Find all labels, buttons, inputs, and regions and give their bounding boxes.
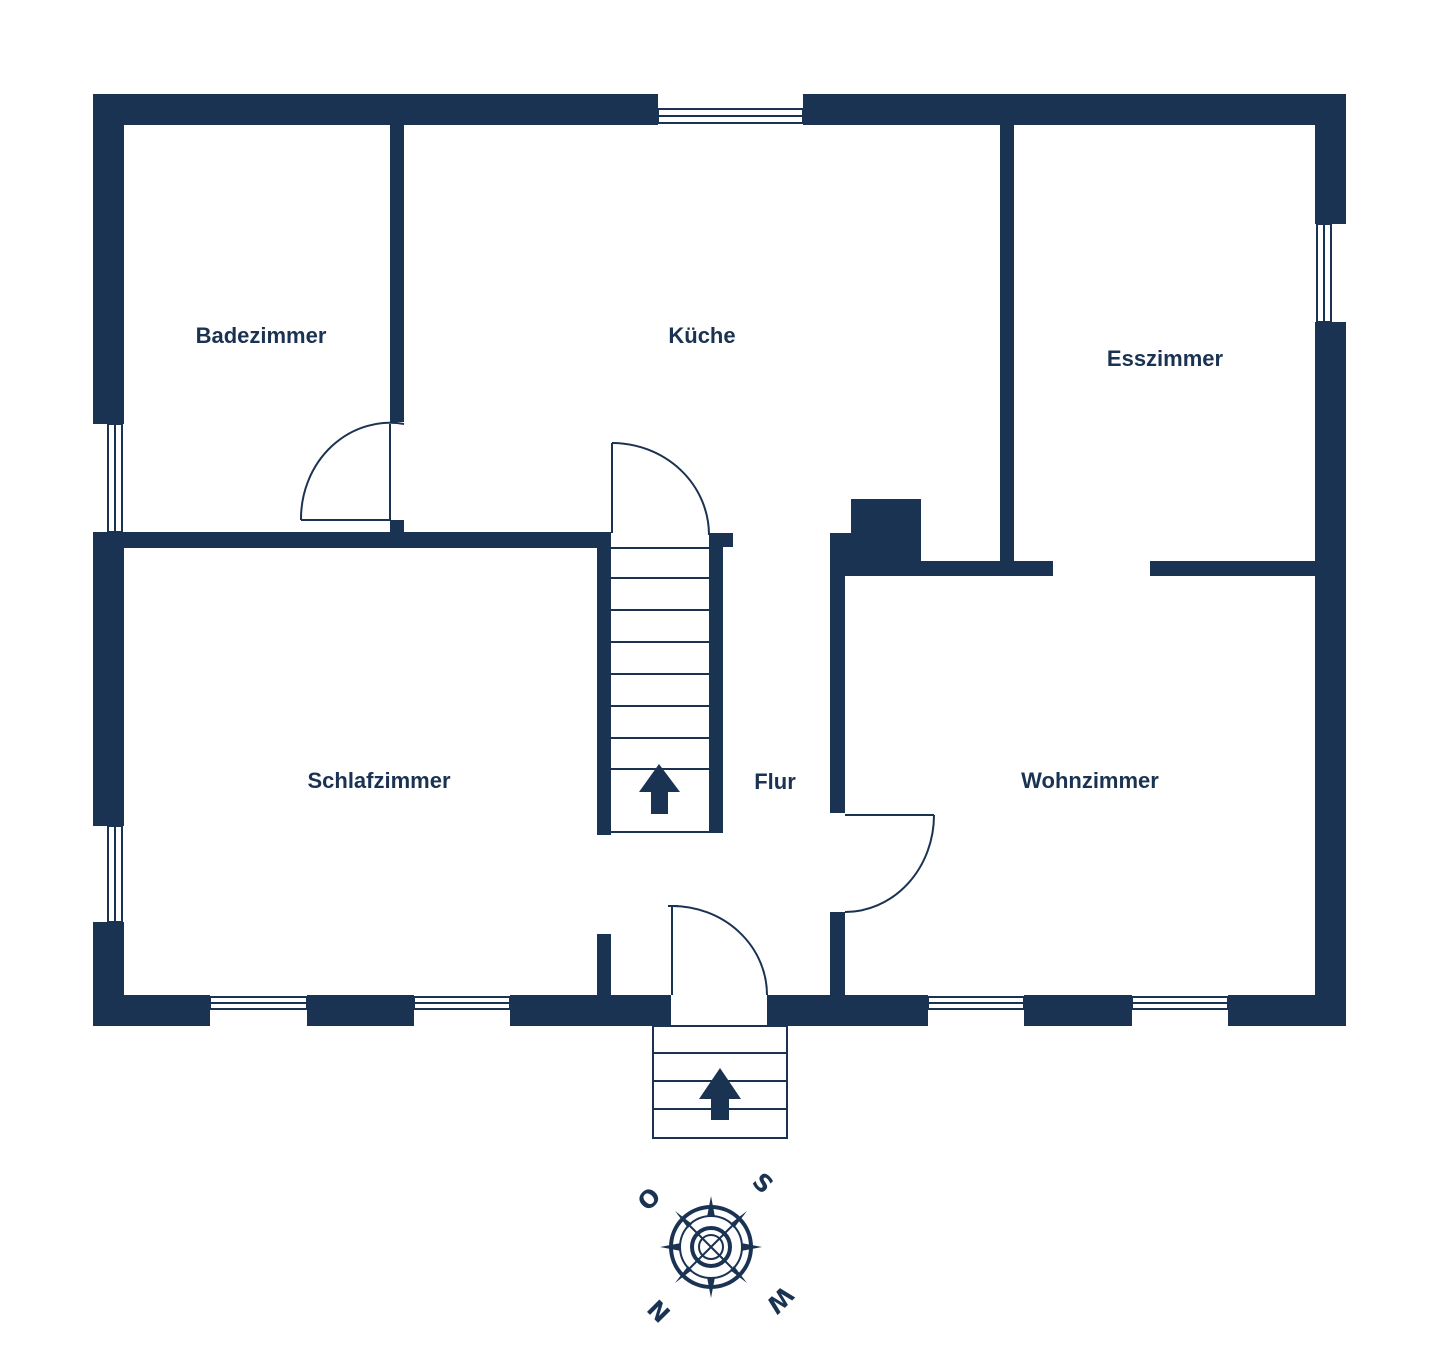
wall-bottom-3 bbox=[510, 995, 671, 1026]
wall-hall-living-3 bbox=[830, 912, 845, 995]
compass-letter-n: N bbox=[642, 1294, 676, 1328]
wall-bottom-1 bbox=[93, 995, 210, 1026]
door-bathroom bbox=[299, 421, 405, 521]
wall-left-1 bbox=[93, 94, 124, 424]
room-label-badezimmer: Badezimmer bbox=[196, 323, 327, 348]
wall-top-right bbox=[803, 94, 1346, 125]
compass-rose-icon bbox=[660, 1196, 762, 1298]
wall-dining-living-left bbox=[921, 561, 1053, 576]
room-label-kueche: Küche bbox=[668, 323, 735, 348]
compass: O S N W bbox=[632, 1167, 799, 1327]
wall-dining-living-right bbox=[1150, 561, 1315, 576]
arrow-up-icon bbox=[699, 1068, 741, 1120]
wall-bath-kitchen-stub bbox=[390, 520, 404, 535]
arrow-up-icon bbox=[639, 764, 680, 814]
wall-stair-left bbox=[597, 532, 611, 835]
wall-stair-right bbox=[709, 533, 723, 833]
wall-bottom-5 bbox=[1024, 995, 1132, 1026]
wall-bath-kitchen bbox=[390, 125, 404, 422]
room-label-schlafzimmer: Schlafzimmer bbox=[307, 768, 450, 793]
door-living bbox=[844, 814, 935, 913]
wall-right-1 bbox=[1315, 94, 1346, 224]
wall-bottom-4 bbox=[767, 995, 928, 1026]
compass-letter-o: O bbox=[632, 1182, 666, 1216]
door-kitchen-stair bbox=[611, 442, 710, 536]
windows bbox=[107, 108, 1332, 1010]
room-label-esszimmer: Esszimmer bbox=[1107, 346, 1224, 371]
wall-top-left bbox=[93, 94, 658, 125]
wall-left-2 bbox=[93, 532, 124, 826]
door-entry bbox=[668, 905, 768, 996]
compass-letter-w: W bbox=[760, 1280, 799, 1319]
wall-stair-right-cap bbox=[709, 533, 733, 547]
interior-walls bbox=[124, 125, 1315, 995]
wall-bottom-2 bbox=[307, 995, 414, 1026]
wall-hall-living-2 bbox=[830, 576, 845, 813]
wall-right-2 bbox=[1315, 322, 1346, 1026]
wall-bath-bedroom bbox=[124, 532, 611, 548]
outer-walls bbox=[93, 94, 1346, 1026]
wall-bottom-6 bbox=[1228, 995, 1346, 1026]
chimney bbox=[851, 499, 921, 576]
wall-bedroom-hall-stub bbox=[597, 934, 611, 995]
room-label-wohnzimmer: Wohnzimmer bbox=[1021, 768, 1159, 793]
interior-staircase bbox=[611, 547, 709, 833]
compass-letter-s: S bbox=[747, 1167, 779, 1199]
entry-steps bbox=[652, 1025, 788, 1139]
room-label-flur: Flur bbox=[754, 769, 796, 794]
room-labels: Badezimmer Küche Esszimmer Schlafzimmer … bbox=[196, 323, 1224, 794]
doors bbox=[299, 421, 935, 996]
wall-kitchen-dining bbox=[1000, 125, 1014, 575]
wall-hall-living-1 bbox=[830, 533, 851, 576]
